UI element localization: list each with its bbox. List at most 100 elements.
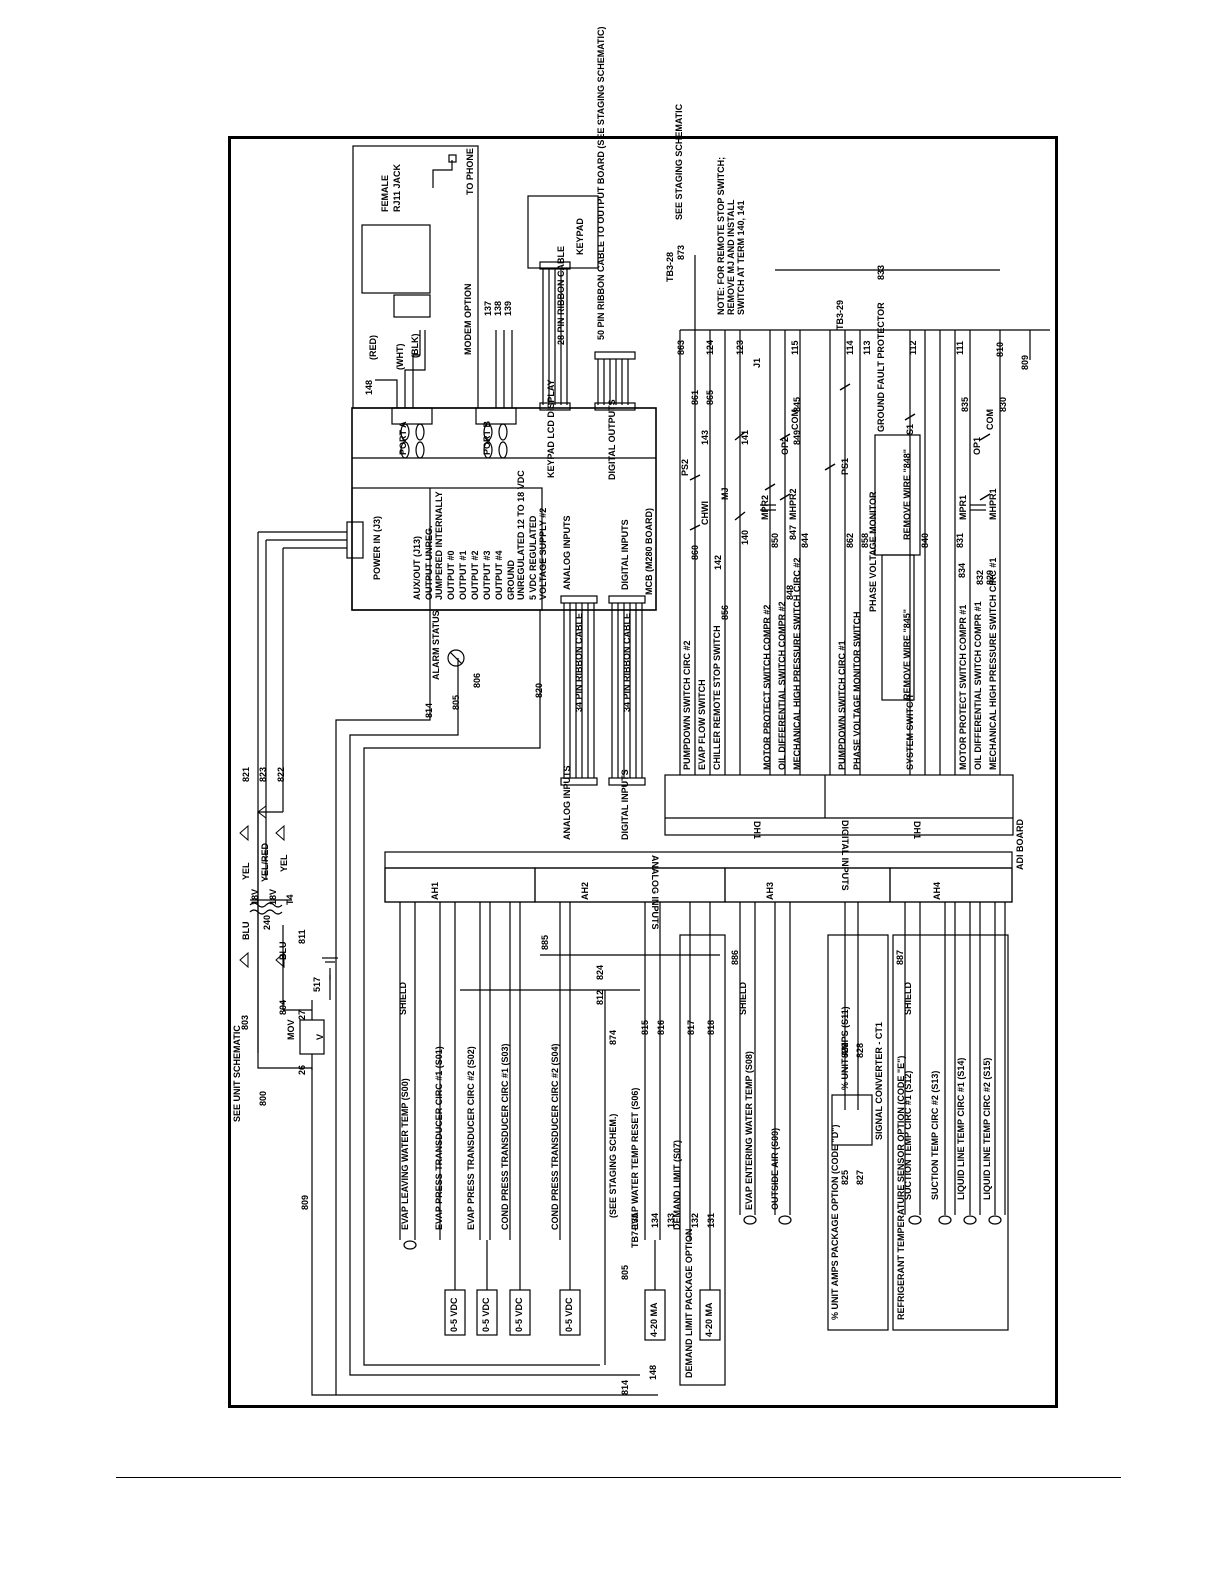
ps2-label: PS2 <box>680 458 690 476</box>
w814b-label: 814 <box>620 1379 630 1395</box>
w810-label: 810 <box>995 341 1005 357</box>
modem-wire-red <box>375 379 398 408</box>
digital-inputs-header <box>664 774 1014 836</box>
w863-label: 863 <box>676 339 686 355</box>
wire-822-label: 822 <box>276 766 286 782</box>
supply-label-5: 4-20 MA <box>704 1302 714 1337</box>
w831-label: 831 <box>955 532 965 548</box>
phase-monitor-label: PHASE VOLTAGE MONITOR <box>868 491 878 612</box>
supply-label-0: 0-5 VDC <box>449 1297 459 1332</box>
wire-arrow-yel <box>239 824 249 842</box>
switch-label-6: PUMPDOWN SWITCH CIRC #1 <box>837 640 847 770</box>
sensor-label-5: EVAP WATER TEMP RESET (S06) <box>630 1087 640 1230</box>
mpr2-label: MPR2 <box>760 494 770 520</box>
unit-amps-box <box>827 934 889 1331</box>
com-label: COM <box>790 409 800 430</box>
wire-137-label: 137 <box>483 300 493 316</box>
ah4-label: AH4 <box>932 881 942 900</box>
v18a-label: 18V <box>250 888 260 905</box>
sensor-label-3: COND PRESS TRANSDUCER CIRC #1 (S03) <box>500 1043 510 1230</box>
unreg-label: UNREGULATED 12 TO 18 VDC <box>516 470 526 600</box>
w805b-label: 805 <box>620 1264 630 1280</box>
w856-label: 856 <box>720 604 730 620</box>
see-staging-schem-label: (SEE STAGING SCHEM.) <box>608 1113 618 1218</box>
t4-label: T4 <box>285 894 295 905</box>
w828-label: 828 <box>855 1042 865 1058</box>
wire-arrow-yel2 <box>275 824 285 842</box>
sensor-label-0: EVAP LEAVING WATER TEMP (S00) <box>400 1078 410 1230</box>
tb328-label: TB3-28 <box>665 251 675 282</box>
output3-label: OUTPUT #3 <box>482 550 492 600</box>
signal-converter-label: SIGNAL CONVERTER - CT1 <box>874 1022 884 1140</box>
w886-label: 886 <box>730 949 740 965</box>
refrig-temp-label: REFRIGERANT TEMPERATURE SENSOR OPTION (C… <box>896 1055 906 1320</box>
transformer-t4 <box>249 880 292 925</box>
output4-label: OUTPUT #4 <box>494 550 504 600</box>
dh2-label: DH1 <box>912 821 922 840</box>
note-line-3: SWITCH AT TERM 140, 141 <box>736 200 746 315</box>
wire-26-label: 26 <box>297 1064 307 1075</box>
modem-body <box>361 224 431 294</box>
sensor-probes <box>403 1215 1002 1250</box>
note-line-2: REMOVE MJ AND INSTALL <box>726 199 736 315</box>
power-in-label: POWER IN (J3) <box>372 515 382 580</box>
remove-wire-2: REMOVE WIRE "845" <box>902 608 912 700</box>
w124-label: 124 <box>705 339 715 355</box>
aux-out-label: AUX/OUT (J13) <box>412 535 422 600</box>
keypad-lcd-label: KEYPAD LCD DISPLAY <box>546 379 556 478</box>
red-label: (RED) <box>368 335 378 360</box>
w887-label: 887 <box>895 949 905 965</box>
sensor-label-11: SUCTION TEMP CIRC #2 (S13) <box>930 1070 940 1200</box>
yel2-label: YEL <box>279 854 289 872</box>
w844-label: 844 <box>800 532 810 548</box>
voltage-supply-label: VOLTAGE SUPPLY #2 <box>538 507 548 600</box>
v240-label: 240 <box>262 914 272 930</box>
com2-label: COM <box>985 409 995 430</box>
switch-label-1: EVAP FLOW SWITCH <box>697 679 707 770</box>
w141-label: 141 <box>740 429 750 445</box>
diagram-frame <box>228 136 1058 1408</box>
analog-sensor-wires <box>399 902 1006 1240</box>
phone-line <box>432 160 453 188</box>
v-label: V <box>315 1033 325 1040</box>
ground-fault-box <box>874 434 921 556</box>
wire-814-label: 814 <box>424 702 434 718</box>
ribbon-34pin-analog <box>560 595 598 786</box>
switch-label-8: SYSTEM SWITCH <box>905 694 915 770</box>
wire-809-label: 809 <box>300 1194 310 1210</box>
aux-out-block <box>351 487 543 611</box>
ribbon-34a-label: 34 PIN RIBBON CABLE <box>574 612 584 712</box>
modem-plug <box>393 294 431 318</box>
w142-label: 142 <box>713 554 723 570</box>
w861-label: 861 <box>690 389 700 405</box>
w858-label: 858 <box>860 532 870 548</box>
switch-label-9: MOTOR PROTECT SWITCH COMPR #1 <box>958 604 968 770</box>
output2-label: OUTPUT #2 <box>470 550 480 600</box>
w826-label: 826 <box>840 1042 850 1058</box>
w113-label: 113 <box>862 340 872 355</box>
blu-label: BLU <box>241 921 251 941</box>
wire-820-label: 820 <box>534 682 544 698</box>
ah4-block <box>889 867 1013 903</box>
mcb-label: MCB (M280 BOARD) <box>644 507 654 595</box>
digital-inputs-header-label: DIGITAL INPUTS <box>840 820 850 891</box>
mpr1-label: MPR1 <box>958 494 968 520</box>
w850-label: 850 <box>770 532 780 548</box>
shield-label-2: SHIELD <box>738 981 748 1015</box>
refrig-temp-box <box>892 934 1009 1331</box>
shield-label-1: SHIELD <box>398 981 408 1015</box>
modem-option-box <box>352 145 479 409</box>
remove-wire-1: REMOVE WIRE "848" <box>902 448 912 540</box>
sensor-label-12: LIQUID LINE TEMP CIRC #1 (S14) <box>956 1057 966 1200</box>
switch-label-4: OIL DIFFERENTIAL SWITCH COMPR #2 <box>777 601 787 770</box>
w835-label: 835 <box>960 396 970 412</box>
w833-label: 833 <box>876 264 886 280</box>
w847-label: 847 <box>788 524 798 540</box>
output1-label: OUTPUT #1 <box>458 550 468 600</box>
w848-label: 848 <box>785 584 795 600</box>
w112-label: 112 <box>908 340 918 355</box>
mcb-analog-inputs-label: ANALOG INPUTS <box>562 515 572 590</box>
wire-138-label: 138 <box>493 300 503 316</box>
port-a-connector <box>391 407 433 425</box>
switch-label-7: PHASE VOLTAGE MONITOR SWITCH <box>852 611 862 770</box>
